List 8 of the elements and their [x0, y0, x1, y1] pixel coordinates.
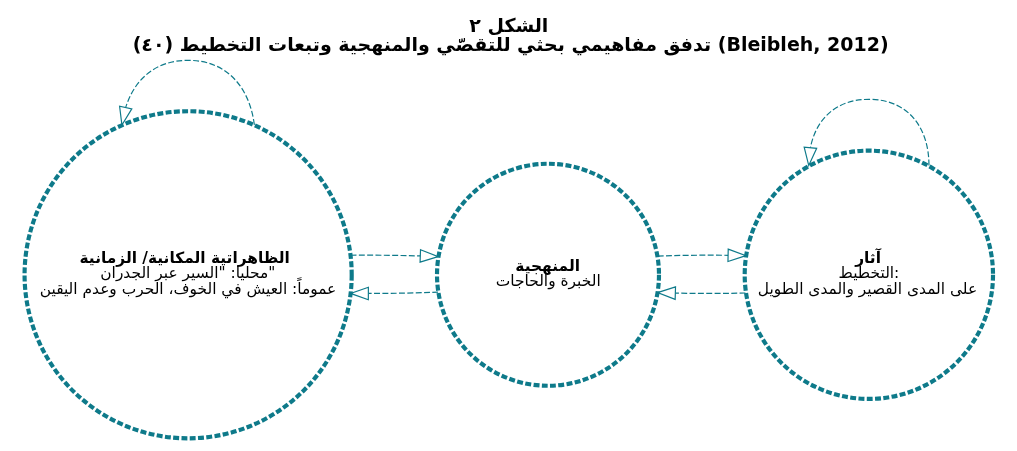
arrow [802, 98, 930, 168]
arrow [118, 59, 255, 127]
node-circle: الظاهراتية المكانية/ الزمانية محليا: "السير عبر الجدران" عموماً: العيش في الخوف، الحرب وعدم اليقين [22, 109, 354, 441]
arrow [656, 248, 748, 263]
arrow [655, 286, 746, 301]
diagram-title: الشكل ٢ [468, 13, 548, 36]
node-circle: المنهجية الخبرة والحاجات [434, 161, 661, 388]
arrow [349, 248, 440, 263]
